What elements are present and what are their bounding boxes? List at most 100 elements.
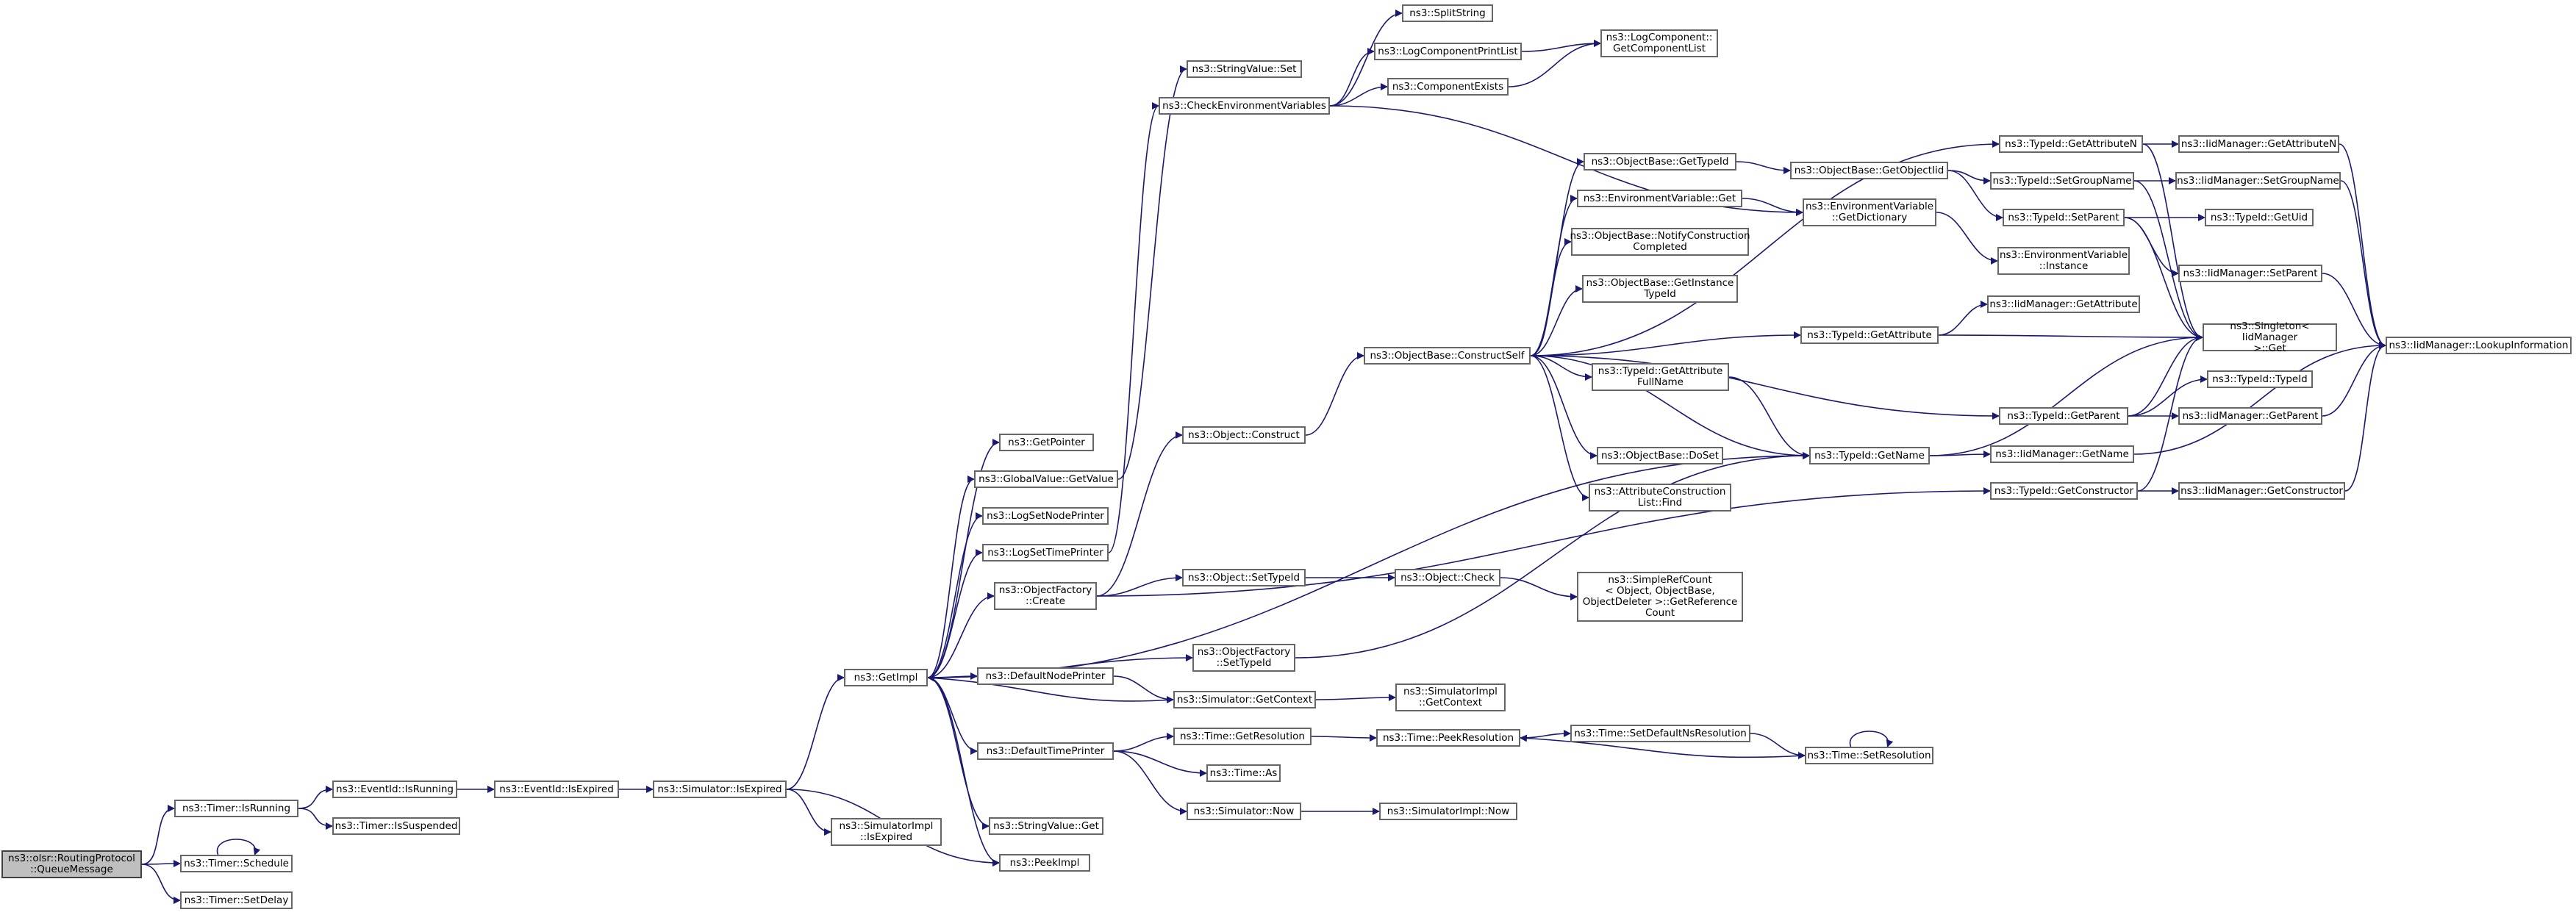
node-objectbase-constructself[interactable]: ns3::ObjectBase::ConstructSelf xyxy=(1364,347,1531,365)
node-typeid-getattributefullname[interactable]: ns3::TypeId::GetAttribute FullName xyxy=(1592,363,1729,391)
node-iidmanager-setgroupname[interactable]: ns3::IidManager::SetGroupName xyxy=(2175,172,2341,190)
node-time-as[interactable]: ns3::Time::As xyxy=(1206,764,1281,782)
node-simulatorimpl-now[interactable]: ns3::SimulatorImpl::Now xyxy=(1379,803,1517,820)
node-timer-schedule[interactable]: ns3::Timer::Schedule xyxy=(180,855,293,872)
node-objectbase-getinstancetypeid[interactable]: ns3::ObjectBase::GetInstance TypeId xyxy=(1582,275,1738,303)
edge-n58-n68 xyxy=(2133,342,2386,455)
node-timer-isrunning[interactable]: ns3::Timer::IsRunning xyxy=(174,800,298,817)
node-checkenvironmentvariables[interactable]: ns3::CheckEnvironmentVariables xyxy=(1159,97,1330,115)
node-timer-issuspended[interactable]: ns3::Timer::IsSuspended xyxy=(332,817,460,835)
node-time-peekresolution[interactable]: ns3::Time::PeekResolution xyxy=(1376,729,1520,747)
node-typeid-getname[interactable]: ns3::TypeId::GetName xyxy=(1809,447,1930,464)
node-simulator-isexpired[interactable]: ns3::Simulator::IsExpired xyxy=(653,781,787,798)
node-simplerefcount-getreferencecount[interactable]: ns3::SimpleRefCount < Object, ObjectBase… xyxy=(1577,572,1743,622)
node-getpointer[interactable]: ns3::GetPointer xyxy=(999,434,1094,451)
node-typeid-typeid[interactable]: ns3::TypeId::TypeId xyxy=(2207,370,2313,388)
edge-n18-n28 xyxy=(1113,750,1187,815)
edge-n26-n36 xyxy=(1311,733,1377,742)
node-iidmanager-getname[interactable]: ns3::IidManager::GetName xyxy=(1990,445,2134,463)
node-iidmanager-getconstructor[interactable]: ns3::IidManager::GetConstructor xyxy=(2178,482,2345,500)
node-iidmanager-lookupinformation[interactable]: ns3::IidManager::LookupInformation xyxy=(2386,337,2572,354)
node-logsetnodeprinter[interactable]: ns3::LogSetNodePrinter xyxy=(982,507,1109,525)
node-environmentvariable-get[interactable]: ns3::EnvironmentVariable::Get xyxy=(1577,190,1742,207)
node-time-setdefaultnsresolution[interactable]: ns3::Time::SetDefaultNsResolution xyxy=(1570,725,1750,742)
edge-n61-n68 xyxy=(2340,180,2386,349)
node-globalvalue-getvalue[interactable]: ns3::GlobalValue::GetValue xyxy=(974,470,1118,488)
node-objectfactory-create[interactable]: ns3::ObjectFactory ::Create xyxy=(994,582,1097,610)
node-stringvalue-set[interactable]: ns3::StringValue::Set xyxy=(1187,60,1302,78)
edge-n8-n9 xyxy=(786,789,831,836)
node-simulator-getcontext[interactable]: ns3::Simulator::GetContext xyxy=(1173,691,1316,708)
edge-n2-n6 xyxy=(298,808,333,830)
node-object-check[interactable]: ns3::Object::Check xyxy=(1395,569,1500,586)
node-typeid-getuid[interactable]: ns3::TypeId::GetUid xyxy=(2205,209,2314,226)
edge-n46-n47 xyxy=(1750,733,1806,759)
edge-n57-n64 xyxy=(2128,334,2203,417)
node-typeid-getconstructor[interactable]: ns3::TypeId::GetConstructor xyxy=(1990,482,2138,500)
edge-n59-n64 xyxy=(2137,334,2203,492)
node-peekimpl[interactable]: ns3::PeekImpl xyxy=(999,854,1090,872)
node-getimpl[interactable]: ns3::GetImpl xyxy=(844,669,928,686)
node-iidmanager-getparent[interactable]: ns3::IidManager::GetParent xyxy=(2178,407,2322,425)
node-iidmanager-getattribute[interactable]: ns3::IidManager::GetAttribute xyxy=(1987,295,2140,313)
node-typeid-getparent[interactable]: ns3::TypeId::GetParent xyxy=(1999,407,2128,425)
node-eventid-isrunning[interactable]: ns3::EventId::IsRunning xyxy=(332,781,457,798)
node-defaulttimeprinter[interactable]: ns3::DefaultTimePrinter xyxy=(977,742,1114,760)
node-iidmanager-getattributen[interactable]: ns3::IidManager::GetAttributeN xyxy=(2178,135,2339,153)
node-defaultnodeprinter[interactable]: ns3::DefaultNodePrinter xyxy=(977,667,1114,685)
node-typeid-getattribute[interactable]: ns3::TypeId::GetAttribute xyxy=(1800,326,1939,344)
edge-n33-n57 xyxy=(1530,355,2000,420)
node-componentexists[interactable]: ns3::ComponentExists xyxy=(1387,78,1509,96)
node-objectbase-getobjectiid[interactable]: ns3::ObjectBase::GetObjectIid xyxy=(1790,162,1948,179)
node-environmentvariable-instance[interactable]: ns3::EnvironmentVariable ::Instance xyxy=(1997,247,2130,275)
node-environmentvariable-getdictionary[interactable]: ns3::EnvironmentVariable ::GetDictionary xyxy=(1803,198,1936,226)
edge-n50-n64 xyxy=(1938,333,2203,341)
node-time-getresolution[interactable]: ns3::Time::GetResolution xyxy=(1173,728,1312,745)
node-object-construct[interactable]: ns3::Object::Construct xyxy=(1182,426,1306,444)
node-logcomponent-getcomponentlist[interactable]: ns3::LogComponent:: GetComponentList xyxy=(1600,29,1718,57)
edge-n60-n68 xyxy=(2339,143,2386,349)
node-timer-setdelay[interactable]: ns3::Timer::SetDelay xyxy=(180,891,293,909)
edge-n24-n51 xyxy=(1295,452,1810,659)
edge-n25-n10 xyxy=(927,674,1174,702)
edge-n16-n23 xyxy=(1096,574,1183,597)
edge-n42-n51 xyxy=(1728,376,1810,459)
edge-n52-n64 xyxy=(2142,143,2203,341)
edge-n16-n59 xyxy=(1096,487,1991,597)
edge-n33-n44 xyxy=(1530,355,1589,501)
node-object-settypeid[interactable]: ns3::Object::SetTypeId xyxy=(1182,569,1306,586)
node-singleton-iidmanager-get[interactable]: ns3::Singleton< IidManager >::Get xyxy=(2203,320,2337,354)
node-attributeconstructionlist-find[interactable]: ns3::AttributeConstruction List::Find xyxy=(1589,484,1731,512)
node-objectfactory-settypeid[interactable]: ns3::ObjectFactory ::SetTypeId xyxy=(1192,644,1295,672)
edge-n10-n51 xyxy=(927,452,1810,678)
edge-n33-n50 xyxy=(1530,331,1801,356)
node-typeid-setgroupname[interactable]: ns3::TypeId::SetGroupName xyxy=(1990,172,2134,190)
edge-n22-n33 xyxy=(1305,352,1364,436)
node-objectbase-doset[interactable]: ns3::ObjectBase::DoSet xyxy=(1597,447,1723,464)
node-time-setresolution[interactable]: ns3::Time::SetResolution xyxy=(1805,747,1933,764)
node-simulatorimpl-isexpired[interactable]: ns3::SimulatorImpl ::IsExpired xyxy=(831,818,942,846)
edge-n57-n65 xyxy=(2128,376,2208,417)
edge-n10-n13 xyxy=(927,476,975,678)
node-splitstring[interactable]: ns3::SplitString xyxy=(1402,4,1493,22)
node-typeid-setparent[interactable]: ns3::TypeId::SetParent xyxy=(2003,209,2125,226)
node-logsettimeprinter[interactable]: ns3::LogSetTimePrinter xyxy=(982,544,1109,561)
node-objectbase-gettypeid[interactable]: ns3::ObjectBase::GetTypeId xyxy=(1584,153,1736,171)
node-eventid-isexpired[interactable]: ns3::EventId::IsExpired xyxy=(494,781,619,798)
node-iidmanager-setparent[interactable]: ns3::IidManager::SetParent xyxy=(2178,265,2322,282)
node-logcomponentprintlist[interactable]: ns3::LogComponentPrintList xyxy=(1374,43,1522,60)
edge-n47-n36 xyxy=(1520,734,1806,758)
edge-n10-n16 xyxy=(927,592,995,678)
edge-n31-n32 xyxy=(1508,40,1601,87)
node-simulator-now[interactable]: ns3::Simulator::Now xyxy=(1187,803,1301,820)
edge-n1-n2 xyxy=(141,805,175,865)
node-typeid-getattributen[interactable]: ns3::TypeId::GetAttributeN xyxy=(1999,135,2143,153)
edge-n16-n22 xyxy=(1096,431,1183,597)
edge-n33-n39 xyxy=(1530,195,1578,356)
node-simulatorimpl-getcontext[interactable]: ns3::SimulatorImpl ::GetContext xyxy=(1395,683,1506,711)
edge-n36-n46 xyxy=(1520,730,1571,739)
edge-n49-n55 xyxy=(1936,212,1998,265)
node-objectbase-notifyconstructioncompleted[interactable]: ns3::ObjectBase::NotifyConstruction Comp… xyxy=(1570,228,1750,256)
node-stringvalue-get[interactable]: ns3::StringValue::Get xyxy=(989,817,1103,835)
node-olsr-routingprotocol-queuemessage[interactable]: ns3::olsr::RoutingProtocol ::QueueMessag… xyxy=(1,850,142,878)
